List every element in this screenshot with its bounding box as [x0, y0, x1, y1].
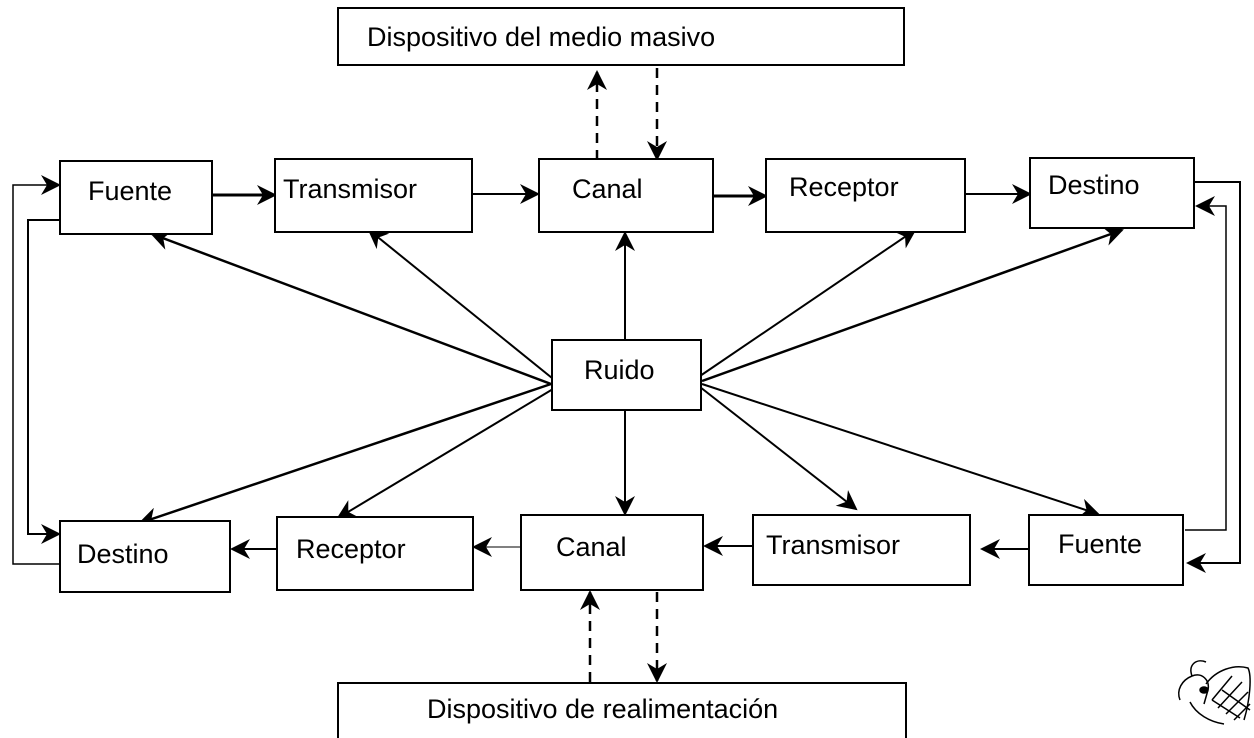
noise-arrow-to-bottom-receiver — [336, 388, 554, 520]
top-destination-label: Destino — [1048, 170, 1140, 200]
box-mass-media-device: Dispositivo del medio masivo — [337, 7, 905, 66]
box-top-channel: Canal — [538, 158, 714, 233]
box-feedback-device: Dispositivo de realimentación — [337, 682, 907, 738]
bottom-transmitter-label: Transmisor — [766, 530, 901, 560]
box-top-destination: Destino — [1029, 157, 1195, 229]
box-bottom-receiver: Receptor — [276, 516, 474, 591]
noise-arrow-to-bottom-destination — [138, 382, 552, 527]
sketch-figure-icon — [1178, 660, 1251, 725]
box-noise: Ruido — [551, 339, 702, 411]
box-bottom-channel: Canal — [520, 514, 704, 591]
box-bottom-transmitter: Transmisor — [752, 514, 971, 586]
top-channel-label: Canal — [572, 174, 643, 204]
top-transmitter-label: Transmisor — [283, 174, 418, 204]
box-top-transmitter: Transmisor — [274, 158, 473, 233]
loop-right-outer — [1186, 181, 1241, 573]
noise-arrow-to-top-source — [150, 230, 552, 386]
bottom-source-label: Fuente — [1058, 529, 1143, 559]
loop-right-inner — [1185, 196, 1227, 531]
box-top-receiver: Receptor — [765, 158, 966, 233]
noise-arrow-to-bottom-transmitter — [699, 386, 858, 511]
feedback-device-label: Dispositivo de realimentación — [427, 694, 779, 724]
noise-label: Ruido — [584, 355, 655, 385]
box-bottom-source: Fuente — [1028, 514, 1184, 586]
noise-arrow-to-top-destination — [701, 226, 1124, 383]
top-receiver-label: Receptor — [789, 172, 899, 202]
noise-arrow-to-top-transmitter — [367, 228, 553, 379]
noise-arrow-to-bottom-source — [701, 383, 1100, 518]
bottom-destination-label: Destino — [77, 539, 169, 569]
loop-left-inner — [27, 219, 61, 544]
bottom-channel-label: Canal — [556, 532, 627, 562]
noise-arrow-to-top-receiver — [699, 228, 917, 377]
box-top-source: Fuente — [59, 160, 213, 235]
box-bottom-destination: Destino — [59, 520, 231, 593]
top-source-label: Fuente — [88, 176, 173, 206]
bottom-receiver-label: Receptor — [296, 534, 406, 564]
loop-left-outer — [12, 175, 61, 565]
mass-media-device-label: Dispositivo del medio masivo — [367, 22, 716, 52]
